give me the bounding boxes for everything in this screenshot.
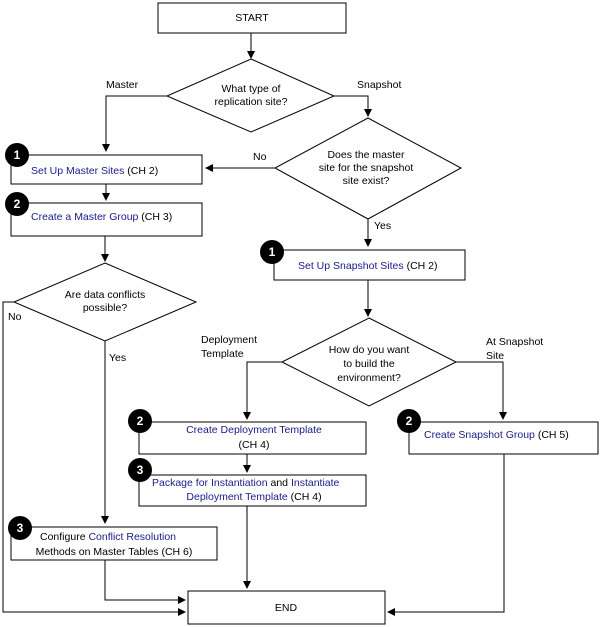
edge-label-snapshot: Snapshot [357,79,401,91]
edge-label-no-master: No [253,151,267,163]
create-master-group-link[interactable]: Create a Master Group [31,211,139,223]
create-deployment-template-box: Create Deployment Template (CH 4) [138,421,367,455]
deployment-template-link[interactable]: Deployment Template [186,491,288,503]
step-badge-setup-snapshot: 1 [260,240,284,264]
svg-text:(CH 4): (CH 4) [239,439,270,451]
svg-text:replication site?: replication site? [215,96,288,108]
svg-text:Package for Instantiation and: Package for Instantiation and Instantiat… [152,477,340,489]
create-snapshot-group-link[interactable]: Create Snapshot Group [424,429,535,441]
edge-label-master: Master [106,79,139,91]
setup-master-sites-box: Set Up Master Sites (CH 2) [10,154,203,185]
svg-text:2: 2 [14,197,21,211]
decision-conflicts: Are data conflicts possible? [12,262,198,342]
edge-label-yes-master: Yes [374,220,391,232]
step-badge-create-master-group: 2 [5,192,29,216]
svg-text:Methods on Master Tables (CH 6: Methods on Master Tables (CH 6) [36,546,193,558]
svg-text:1: 1 [14,148,21,162]
step-badge-package: 3 [128,458,152,482]
svg-text:Set Up Snapshot Sites (CH 2): Set Up Snapshot Sites (CH 2) [298,260,438,272]
decision-master-exists: Does the master site for the snapshot si… [273,117,463,220]
create-snapshot-group-box: Create Snapshot Group (CH 5) [408,421,599,455]
decision-build-environment: How do you want to build the environment… [280,317,458,407]
step-badge-setup-master: 1 [5,143,29,167]
svg-text:Does the master: Does the master [327,149,405,161]
create-deployment-template-link[interactable]: Create Deployment Template [186,424,322,436]
svg-text:2: 2 [406,414,413,428]
edge-label-at-snapshot-site: At Snapshot Site [486,336,543,362]
edge-label-deployment-template: Deployment Template [201,334,257,360]
instantiate-link[interactable]: Instantiate [291,477,340,489]
svg-text:Template: Template [201,348,244,360]
package-instantiate-box: Package for Instantiation and Instantiat… [138,474,367,507]
svg-text:Set Up Master Sites (CH 2): Set Up Master Sites (CH 2) [31,165,158,177]
svg-text:2: 2 [137,414,144,428]
svg-text:What type of: What type of [222,83,281,95]
step-badge-create-snapshot-group: 2 [397,409,421,433]
conflict-resolution-link[interactable]: Conflict Resolution [88,531,176,543]
edge-label-no-conflicts: No [8,311,22,323]
svg-text:Deployment: Deployment [201,334,257,346]
svg-text:At Snapshot: At Snapshot [486,336,543,348]
setup-snapshot-sites-box: Set Up Snapshot Sites (CH 2) [273,249,466,281]
svg-text:START: START [235,12,269,24]
svg-text:How do you want: How do you want [329,344,410,356]
package-for-instantiation-link[interactable]: Package for Instantiation [152,477,268,489]
svg-text:site exist?: site exist? [343,175,390,187]
setup-snapshot-sites-link[interactable]: Set Up Snapshot Sites [298,260,404,272]
svg-text:Create a Master Group (CH 3): Create a Master Group (CH 3) [31,211,172,223]
svg-text:END: END [275,602,298,614]
svg-text:to build the: to build the [343,358,395,370]
svg-text:environment?: environment? [337,372,401,384]
svg-text:3: 3 [17,521,24,535]
svg-text:1: 1 [269,245,276,259]
setup-master-sites-link[interactable]: Set Up Master Sites [31,165,124,177]
svg-text:site for the snapshot: site for the snapshot [319,162,414,174]
svg-text:Are data conflicts: Are data conflicts [65,289,146,301]
step-badge-conflict-resolution: 3 [8,516,32,540]
decision-site-type: What type of replication site? [165,58,336,133]
connectors [2,33,507,616]
edge-label-yes-conflicts: Yes [109,352,126,364]
svg-text:Site: Site [486,350,504,362]
svg-text:3: 3 [137,463,144,477]
step-badge-create-deployment: 2 [128,409,152,433]
svg-text:Create Snapshot Group (CH 5): Create Snapshot Group (CH 5) [424,429,569,441]
svg-text:Configure Conflict Resolution: Configure Conflict Resolution [40,531,176,543]
conflict-resolution-box: Configure Conflict Resolution Methods on… [10,526,218,561]
end-node: END [187,590,386,625]
start-node: START [157,2,347,34]
svg-text:Deployment Template (CH 4): Deployment Template (CH 4) [186,491,321,503]
create-master-group-box: Create a Master Group (CH 3) [10,202,203,237]
svg-text:possible?: possible? [83,302,128,314]
